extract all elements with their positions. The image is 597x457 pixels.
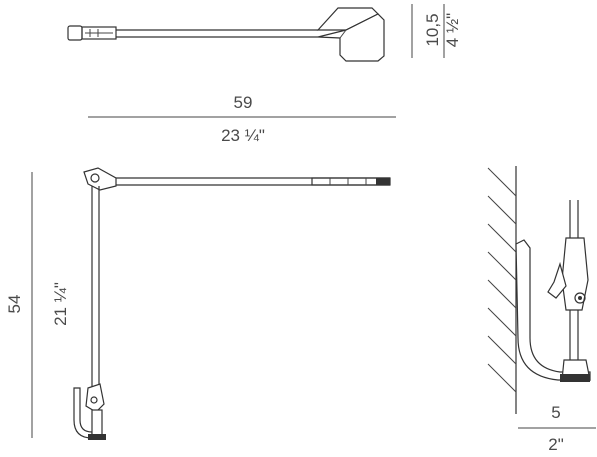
top-view-clamp	[67, 25, 83, 41]
arm-length-cm: 59	[234, 93, 253, 112]
arm-length-in: 23 ¼"	[221, 126, 265, 145]
elbow-joint	[83, 167, 117, 191]
top-view	[67, 7, 385, 62]
arm-length-dimension: 59 23 ¼"	[88, 93, 396, 145]
total-height-in: 21 ¼"	[51, 282, 70, 326]
wall-offset-cm: 5	[551, 403, 560, 422]
total-height-dimension: 54 21 ¼"	[5, 172, 70, 438]
side-knob	[574, 292, 586, 304]
side-view	[487, 166, 591, 414]
shade-height-in: 4 ½"	[443, 13, 462, 47]
wall-offset-dimension: 5 2"	[518, 403, 596, 454]
shade-height-cm: 10,5	[423, 13, 442, 46]
front-view	[73, 167, 391, 440]
shade-height-dimension: 10,5 4 ½"	[411, 4, 462, 58]
total-height-cm: 54	[5, 295, 24, 314]
wall-offset-in: 2"	[548, 435, 564, 454]
top-view-shade	[316, 7, 380, 31]
